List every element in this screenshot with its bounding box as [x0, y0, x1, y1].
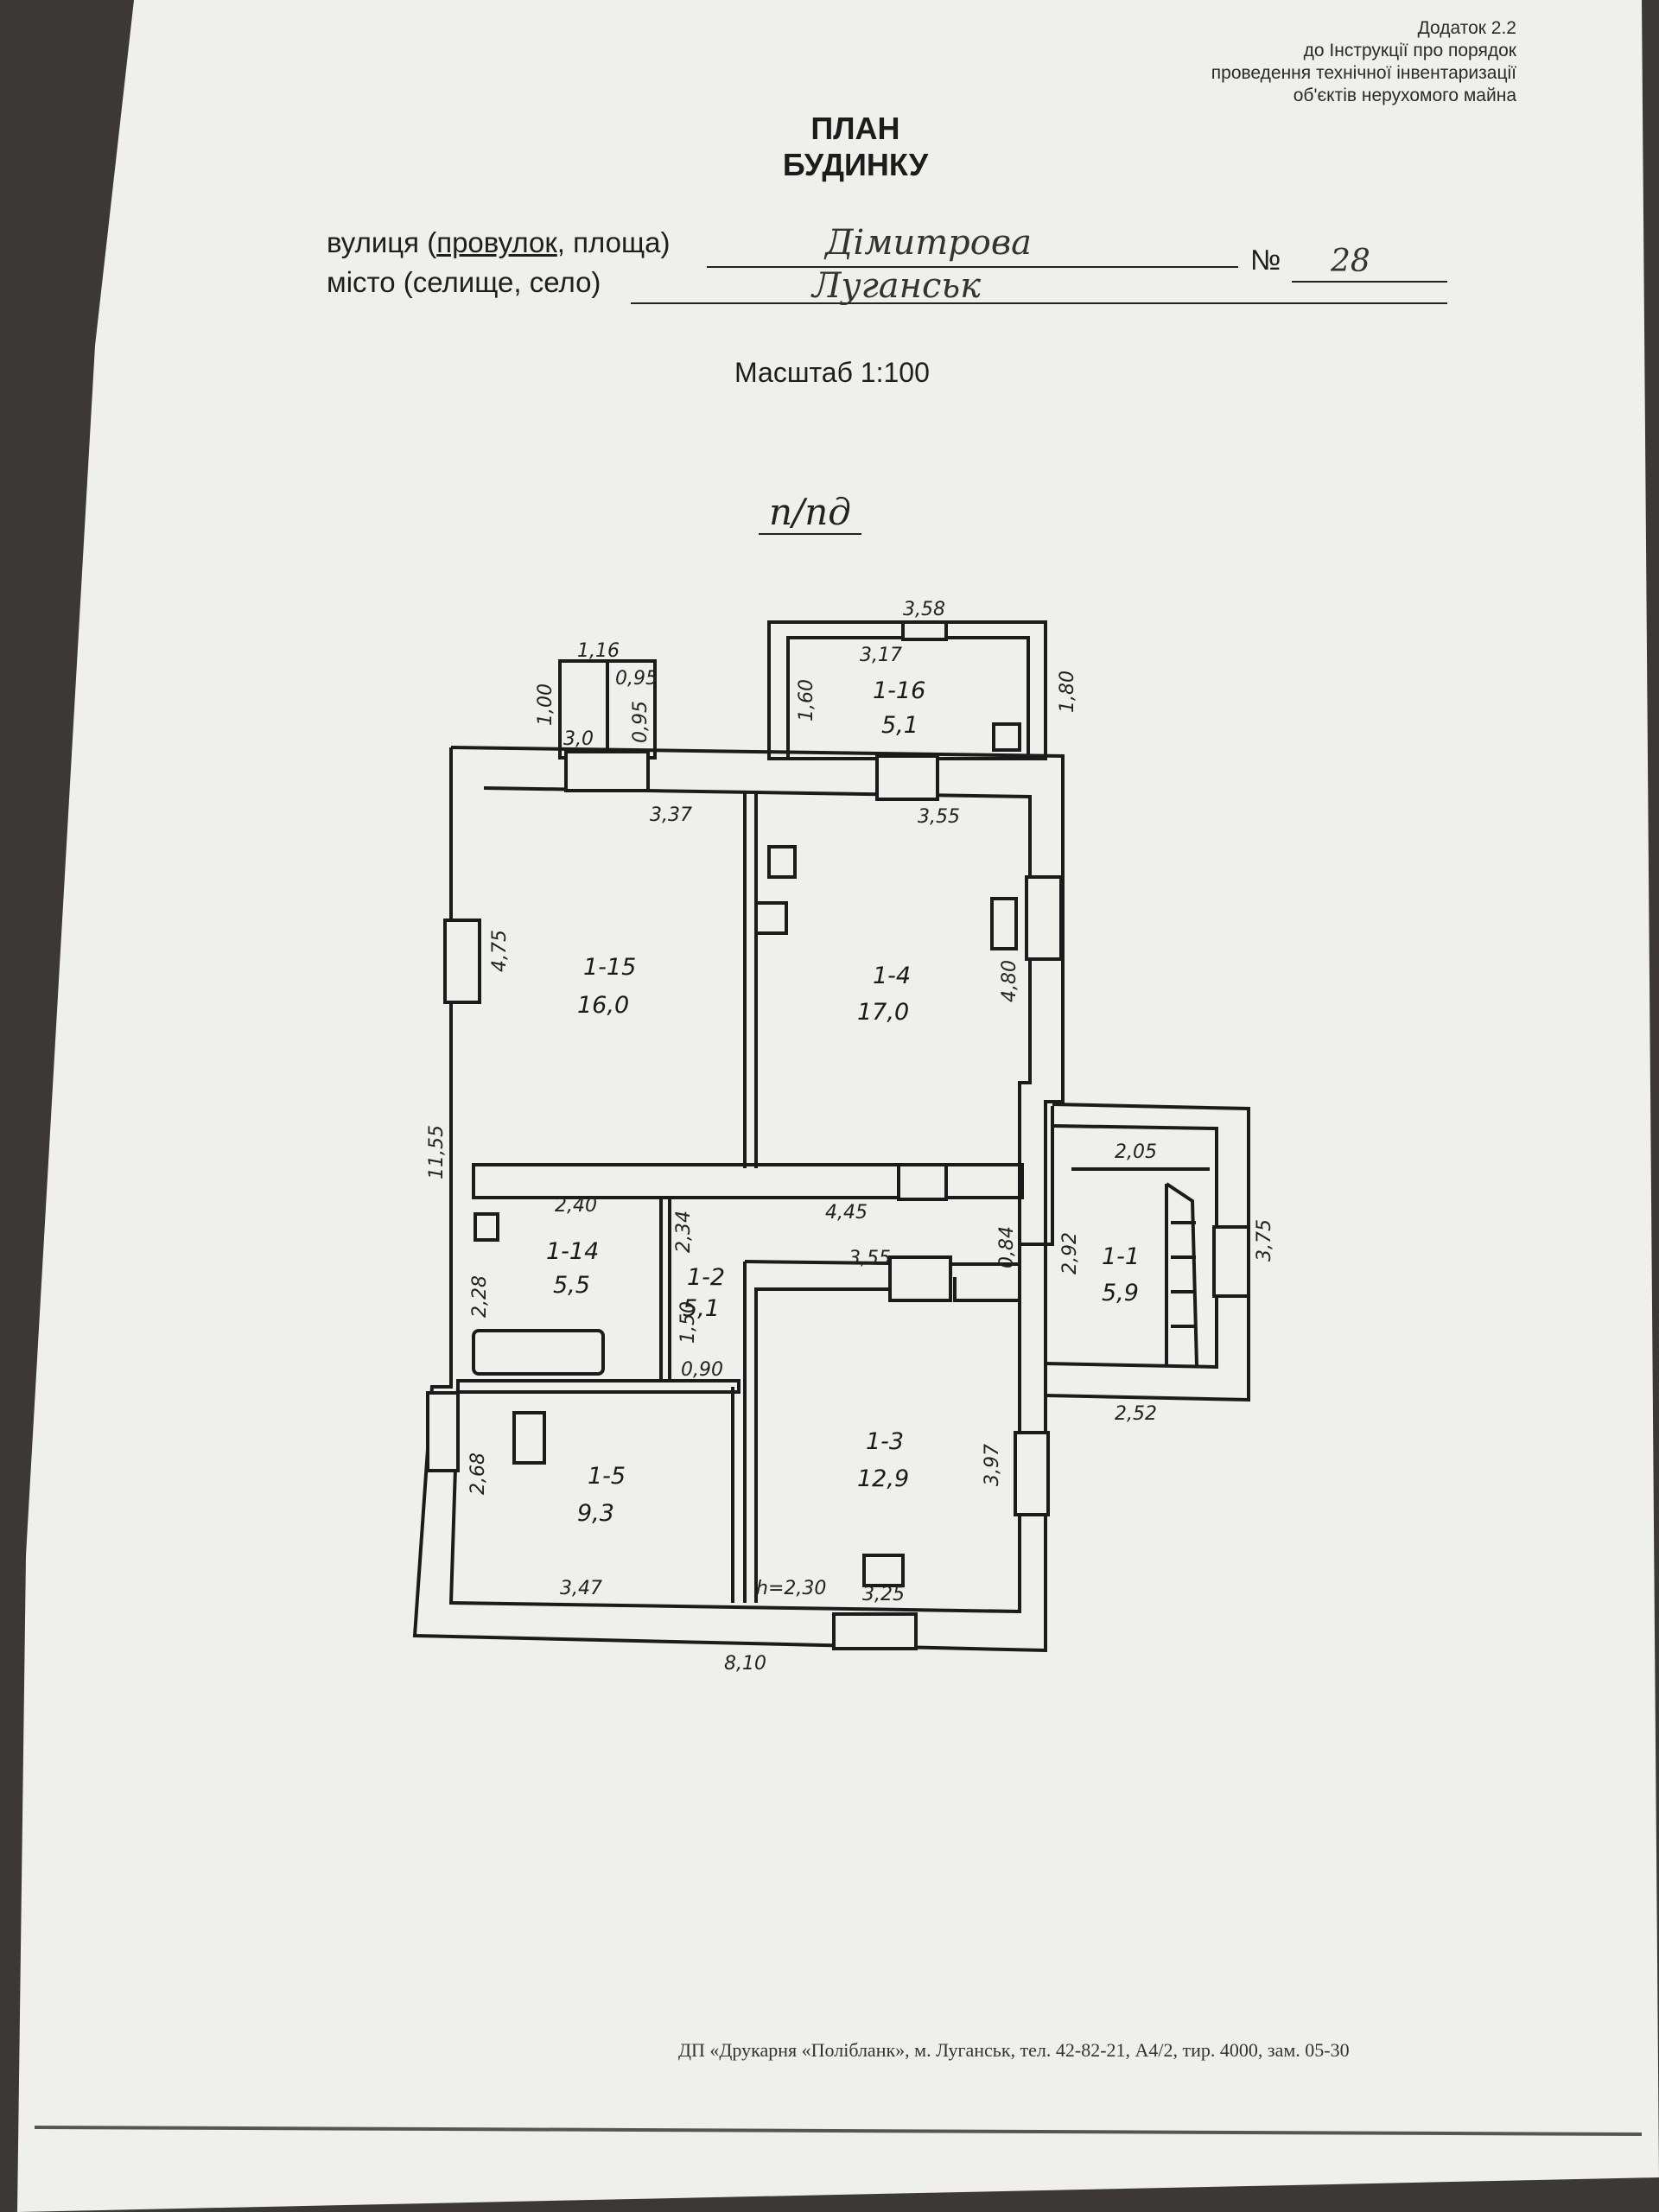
svg-text:1-15: 1-15 [583, 954, 636, 981]
wall-outlines [412, 620, 1250, 1653]
svg-text:1-14: 1-14 [546, 1238, 599, 1265]
room-1-3: 1-3 12,9 [857, 1428, 909, 1492]
dim-corridor: 4,45 [825, 1202, 868, 1224]
number-underline [1292, 281, 1447, 283]
dim-11-bottom: 2,52 [1115, 1403, 1157, 1425]
printer-footer: ДП «Друкарня «Полібланк», м. Луганськ, т… [678, 2039, 1350, 2061]
number-value: 28 [1331, 244, 1370, 279]
street-underline [707, 266, 1238, 268]
appendix-line-1: Додаток 2.2 [1417, 18, 1516, 38]
svg-text:17,0: 17,0 [857, 999, 909, 1026]
svg-text:1-5: 1-5 [588, 1463, 626, 1490]
dim-114-left: 2,28 [469, 1275, 491, 1318]
dim-12-c: 0,90 [681, 1359, 723, 1381]
svg-text:1-1: 1-1 [1102, 1243, 1140, 1270]
dim-total-left: 11,55 [426, 1125, 448, 1179]
dim-114-top: 2,40 [555, 1195, 597, 1217]
room-1-5: 1-5 9,3 [577, 1463, 626, 1527]
svg-text:5,5: 5,5 [553, 1272, 590, 1299]
svg-text:5,1: 5,1 [683, 1295, 720, 1322]
city-value: Луганськ [812, 266, 982, 306]
dim-12-b: 1,50 [677, 1301, 699, 1344]
dim-115-left: 4,75 [489, 930, 511, 972]
dim-small-a: 3,0 [563, 728, 594, 750]
dim-13-bottom: 3,25 [862, 1584, 905, 1605]
appendix-line-4: об'єктів нерухомого майна [1293, 86, 1516, 105]
street-label: вулиця (провулок, площа) [327, 226, 671, 258]
room-1-15: 1-15 16,0 [577, 954, 636, 1019]
room-labels: 1-16 5,1 1-15 16,0 1-4 17,0 1-14 5,5 1-2… [546, 677, 1140, 1527]
title-line-1: ПЛАН [810, 111, 900, 146]
dim-15-bottom: 3,47 [560, 1578, 602, 1599]
svg-text:5,1: 5,1 [881, 712, 918, 739]
dimension-labels: 3,58 3,17 1,60 1,80 1,16 1,00 3,0 0,95 0… [426, 599, 1275, 1675]
svg-text:1-2: 1-2 [687, 1264, 725, 1291]
dim-116-right: 1,80 [1057, 671, 1078, 713]
scale-label: Масштаб 1:100 [734, 357, 930, 388]
room-1-14: 1-14 5,5 [546, 1238, 599, 1299]
dim-116-inner: 3,17 [860, 645, 902, 666]
room-1-1: 1-1 5,9 [1102, 1243, 1140, 1306]
svg-text:12,9: 12,9 [857, 1465, 909, 1492]
dim-11-top: 2,05 [1115, 1141, 1157, 1163]
dim-11-right: 3,75 [1254, 1219, 1275, 1262]
dim-total-bottom: 8,10 [724, 1653, 766, 1675]
dim-13-top: 3,55 [849, 1248, 891, 1269]
svg-text:9,3: 9,3 [577, 1500, 614, 1527]
dim-14-top: 3,55 [918, 806, 960, 828]
city-label: місто (селище, село) [327, 266, 601, 298]
svg-text:1-4: 1-4 [873, 963, 911, 989]
dim-small-b: 0,95 [615, 668, 658, 690]
dim-small-c: 0,95 [630, 701, 652, 743]
room-1-2: 1-2 5,1 [683, 1264, 725, 1322]
appendix-note: Додаток 2.2 до Інструкції про порядок пр… [998, 17, 1516, 107]
svg-text:5,9: 5,9 [1102, 1280, 1139, 1306]
svg-text:16,0: 16,0 [577, 992, 629, 1019]
dim-116-top: 3,58 [903, 599, 945, 620]
appendix-line-2: до Інструкції про порядок [1303, 41, 1516, 60]
document-title: ПЛАН БУДИНКУ [674, 111, 1037, 183]
dim-door: 0,84 [996, 1226, 1018, 1268]
street-value: Дімитрова [825, 223, 1032, 263]
dim-15-left: 2,68 [467, 1452, 489, 1495]
dim-116-left: 1,60 [796, 679, 817, 721]
dim-13-right: 3,97 [982, 1444, 1003, 1486]
dim-small-top: 1,16 [577, 640, 620, 662]
dim-115-top: 3,37 [650, 804, 692, 826]
dim-12-a: 2,34 [673, 1211, 695, 1253]
dim-11-left: 2,92 [1059, 1232, 1081, 1274]
svg-text:1-16: 1-16 [873, 677, 925, 704]
dim-13-height: h=2,30 [756, 1578, 826, 1599]
floor-label: п/пд [759, 491, 861, 535]
svg-text:1-3: 1-3 [866, 1428, 904, 1455]
number-label: № [1250, 244, 1281, 276]
dim-14-right: 4,80 [999, 960, 1020, 1002]
title-line-2: БУДИНКУ [782, 147, 929, 182]
dim-small-left: 1,00 [535, 683, 556, 726]
room-1-4: 1-4 17,0 [857, 963, 911, 1026]
appendix-line-3: проведення технічної інвентаризації [1211, 63, 1516, 83]
room-1-16: 1-16 5,1 [873, 677, 925, 739]
city-underline [631, 302, 1447, 304]
